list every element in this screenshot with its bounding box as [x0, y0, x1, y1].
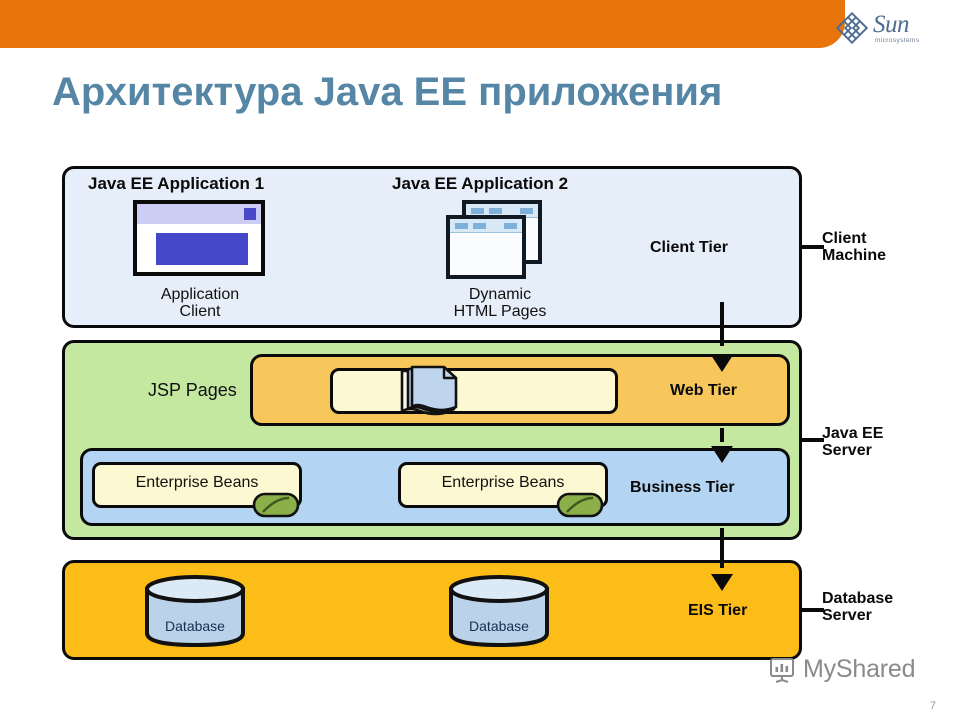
- myshared-watermark: MyShared: [768, 655, 916, 684]
- app2-heading: Java EE Application 2: [392, 174, 569, 193]
- enterprise-beans-label-1: Enterprise Beans: [135, 474, 259, 491]
- presentation-chart-icon: [770, 657, 794, 683]
- watermark-text: MyShared: [803, 655, 916, 683]
- sun-brand-name: Sun: [873, 10, 910, 38]
- browser-tab-icon: [489, 208, 502, 214]
- pages-stack-icon: [400, 365, 458, 416]
- sun-logo-wordmark: Sun microsystems: [873, 12, 920, 45]
- business-tier-label: Business Tier: [630, 479, 735, 496]
- page-number: 7: [929, 700, 936, 712]
- database-cylinder-icon: [449, 575, 549, 648]
- jsp-pages-box: [330, 368, 618, 414]
- dynamic-html-pages-caption: Dynamic HTML Pages: [453, 286, 547, 321]
- architecture-diagram: Java EE Application 1 Java EE Applicatio…: [0, 150, 960, 680]
- application-window-icon: [133, 200, 265, 276]
- client-machine-label: Client Machine: [822, 230, 887, 265]
- window-titlebar: [137, 204, 261, 224]
- jsp-pages-label: JSP Pages: [148, 380, 237, 400]
- browser-titlebar: [450, 219, 522, 233]
- enterprise-beans-label-2: Enterprise Beans: [441, 474, 565, 491]
- browser-windows-icon: [446, 215, 526, 279]
- database-server-label: Database Server: [822, 590, 894, 625]
- coffee-bean-icon: [252, 492, 300, 518]
- page-title: Архитектура Java EE приложения: [52, 70, 723, 114]
- web-tier-label: Web Tier: [670, 382, 737, 399]
- browser-tab-icon: [455, 223, 468, 229]
- browser-tab-icon: [504, 223, 517, 229]
- javaee-server-label: Java EE Server: [822, 425, 884, 460]
- sun-microsystems-logo: Sun microsystems: [836, 6, 946, 50]
- database-label-1: Database: [165, 618, 225, 634]
- browser-tab-icon: [473, 223, 486, 229]
- client-tier-label: Client Tier: [650, 239, 728, 256]
- application-client-caption: Application Client: [160, 286, 240, 321]
- sun-brand-tagline: microsystems: [875, 36, 920, 44]
- app1-heading: Java EE Application 1: [88, 174, 265, 193]
- coffee-bean-icon: [556, 492, 604, 518]
- window-content-block: [156, 233, 248, 265]
- database-label-2: Database: [469, 618, 529, 634]
- sun-logo-icon: [836, 12, 868, 44]
- browser-tab-icon: [520, 208, 533, 214]
- eis-tier-label: EIS Tier: [688, 602, 748, 619]
- browser-tab-icon: [471, 208, 484, 214]
- database-cylinder-icon: [145, 575, 245, 648]
- header-accent-band: [0, 0, 845, 48]
- window-button-icon: [244, 208, 256, 220]
